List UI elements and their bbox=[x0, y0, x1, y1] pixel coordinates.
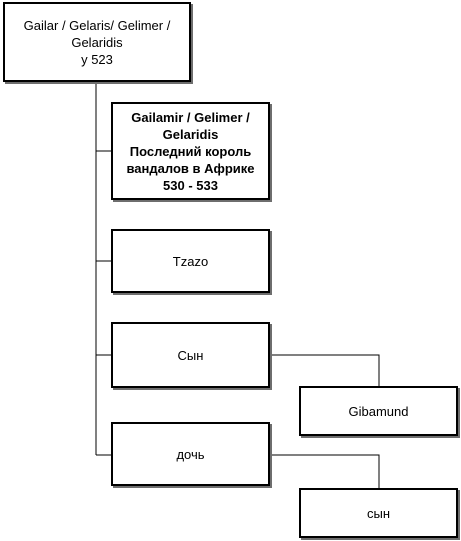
child-node-gailamir: Gailamir / Gelimer / Gelaridis Последний… bbox=[111, 102, 270, 200]
child-node-tzazo-label: Tzazo bbox=[172, 253, 209, 269]
link-son-gibamund bbox=[270, 354, 380, 386]
child-node-gailamir-label: Gailamir / Gelimer / Gelaridis Последний… bbox=[126, 109, 255, 193]
root-node-label: Gailar / Gelaris/ Gelimer / Gelaridis у … bbox=[23, 17, 171, 67]
grandchild-node-gibamund: Gibamund bbox=[299, 386, 458, 436]
child-node-son-label: Сын bbox=[177, 347, 204, 363]
grandchild-node-gibamund-label: Gibamund bbox=[348, 403, 409, 419]
child-node-son: Сын bbox=[111, 322, 270, 388]
root-node-gailar: Gailar / Gelaris/ Gelimer / Gelaridis у … bbox=[3, 2, 191, 82]
grandchild-node-grandson: сын bbox=[299, 488, 458, 538]
child-node-daughter-label: дочь bbox=[176, 446, 205, 462]
link-daughter-grandson bbox=[270, 454, 380, 488]
child-node-daughter: дочь bbox=[111, 422, 270, 486]
child-node-tzazo: Tzazo bbox=[111, 229, 270, 293]
grandchild-node-grandson-label: сын bbox=[366, 505, 391, 521]
